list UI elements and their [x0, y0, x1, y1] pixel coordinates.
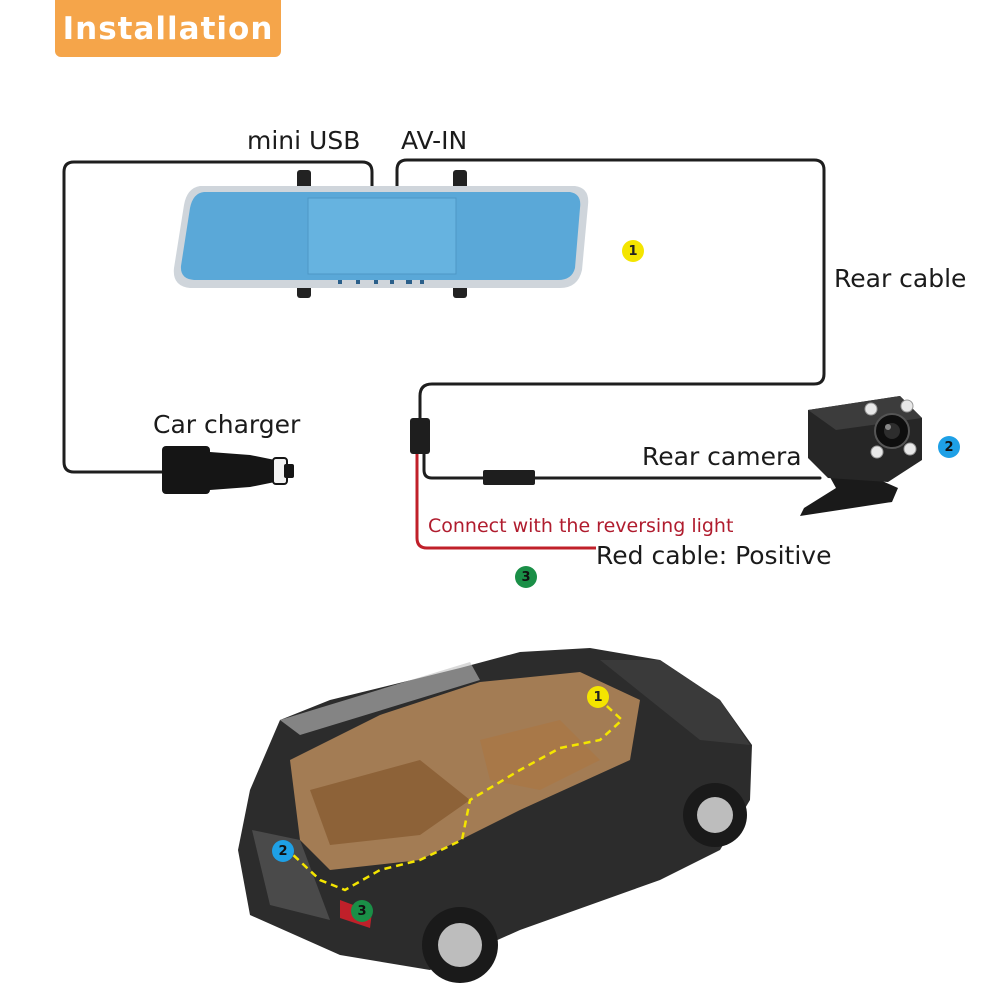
marker-2-camera: 2: [938, 436, 960, 458]
marker-1-mirror: 1: [622, 240, 644, 262]
reversing-light-label: Connect with the reversing light: [428, 515, 734, 537]
mini-usb-cable: [62, 160, 374, 474]
rear-camera-label: Rear camera: [642, 442, 802, 471]
marker-1-car: 1: [587, 686, 609, 708]
mirror-dashcam-icon: [173, 170, 589, 298]
camera-cable: [422, 443, 822, 480]
red-cable-label: Red cable: Positive: [596, 541, 832, 570]
car-charger-label: Car charger: [153, 410, 301, 439]
car-charger-icon: [162, 446, 294, 494]
marker-2-car: 2: [272, 840, 294, 862]
rear-camera-icon: [800, 396, 922, 516]
marker-3-red-cable: 3: [515, 566, 537, 588]
installation-header: Installation: [55, 0, 281, 57]
camera-plug: [483, 470, 535, 485]
mini-usb-label: mini USB: [247, 126, 361, 155]
av-in-label: AV-IN: [401, 126, 468, 155]
suv-illustration: [238, 648, 752, 983]
inline-connector: [410, 418, 430, 454]
rear-cable: [395, 158, 826, 442]
marker-3-car: 3: [351, 900, 373, 922]
rear-cable-label: Rear cable: [834, 264, 967, 293]
red-cable: [415, 450, 596, 550]
